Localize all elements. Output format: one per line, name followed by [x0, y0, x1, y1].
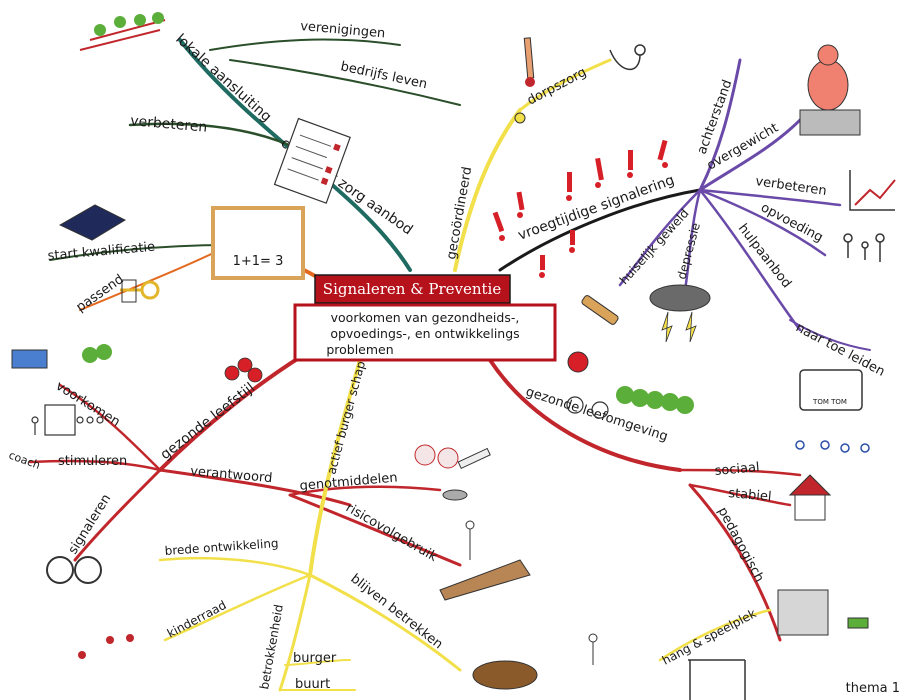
center-subtitle-line-1: voorkomen van gezondheids-,	[331, 310, 520, 325]
label-start-kwalificatie: start kwalificatie	[47, 240, 156, 264]
label-stimuleren: stimuleren	[58, 454, 127, 469]
cliff-figure-icon	[439, 520, 531, 601]
label-burger: burger	[293, 651, 337, 666]
label-risicovolgebruik: risicovolgebruik	[343, 500, 440, 565]
label-sociaal: sociaal	[714, 460, 760, 479]
label-genotmiddelen: genotmiddelen	[299, 470, 398, 493]
lightbulb-icon	[514, 112, 526, 124]
family-figures-icon	[843, 233, 885, 262]
horse-icon	[472, 660, 538, 690]
label-lokale-aansluiting: lokale aansluiting	[172, 31, 274, 125]
label-coach: coach	[7, 449, 42, 472]
stethoscope-icon	[609, 44, 646, 71]
people-holding-hands-icon	[795, 440, 870, 453]
label-dorpszorg: dorpszorg	[525, 65, 589, 109]
trees-arrows-illustration	[79, 12, 166, 51]
center-title-box	[314, 274, 511, 304]
label-verenigingen: verenigingen	[300, 19, 386, 41]
pills-icon	[414, 444, 459, 469]
checklist-document-icon	[273, 117, 351, 204]
footer-theme-label: thema 1	[845, 681, 900, 696]
center-subtitle-box	[293, 303, 557, 362]
lake-trees-icon	[11, 344, 112, 369]
bicycle-icon	[566, 396, 609, 419]
label-verbeteren-2: verbeteren	[754, 174, 827, 199]
overweight-person-icon	[799, 44, 861, 136]
label-opvoeding: opvoeding	[758, 200, 825, 245]
tomtom-text: TOM TOM	[812, 398, 847, 406]
label-blijven-betrekken: blijven betrekken	[348, 571, 446, 652]
label-verantwoord: verantwoord	[190, 464, 273, 486]
key-icon	[120, 279, 160, 303]
label-betrokkenheid: betrokkenheid	[257, 603, 286, 690]
coach-figures-icon	[31, 404, 104, 436]
rising-chart-icon	[849, 170, 896, 211]
label-achterstand: achterstand	[695, 78, 736, 157]
branch-lines	[28, 38, 871, 692]
graduation-cap-icon	[58, 204, 127, 241]
kids-playing-icon	[78, 634, 134, 659]
center-subtitle-line-3: problemen	[326, 342, 393, 357]
label-buurt: buurt	[295, 677, 330, 692]
warning-exclamation-icons	[492, 139, 668, 278]
tomtom-device-icon: TOM TOM	[799, 369, 863, 411]
label-brede-ontwikkeling: brede ontwikkeling	[164, 536, 279, 558]
blackboard-icon: 1+1= 3	[211, 206, 305, 280]
label-hang-speelplek: hang & speelplek	[660, 606, 759, 667]
cigarette-icon	[457, 447, 491, 470]
label-kinderraad: kinderraad	[165, 598, 229, 641]
child-figure-icon	[588, 633, 598, 665]
forest-icon	[616, 386, 694, 414]
rolling-pin-icon	[581, 295, 619, 325]
lighter-icon	[442, 489, 468, 501]
handcuffs-icon	[46, 556, 102, 584]
label-pedagogisch: pedagogisch	[714, 505, 766, 585]
toy-block-icon	[777, 589, 869, 636]
storm-cloud-icon	[649, 284, 711, 343]
house-icon	[788, 474, 832, 521]
climbing-frame-icon	[688, 659, 746, 700]
thermometer-icon	[523, 37, 535, 87]
label-verbeteren-1: verbeteren	[130, 113, 208, 136]
center-title: Signaleren & Preventie	[323, 280, 502, 298]
center-node: Signaleren & Preventie voorkomen van gez…	[293, 274, 557, 362]
label-actief-burgerschap: actief burger schap	[324, 360, 368, 476]
label-gezonde-leefstijl: gezonde leefstijl	[158, 380, 258, 463]
sun-icon	[567, 351, 589, 373]
label-depressie: depressie	[674, 221, 703, 281]
center-subtitle-line-2: opvoedings-, en ontwikkelings	[330, 326, 519, 341]
label-stabiel: stabiel	[728, 486, 772, 505]
math-text: 1+1= 3	[233, 254, 284, 269]
apples-icon	[224, 357, 263, 383]
